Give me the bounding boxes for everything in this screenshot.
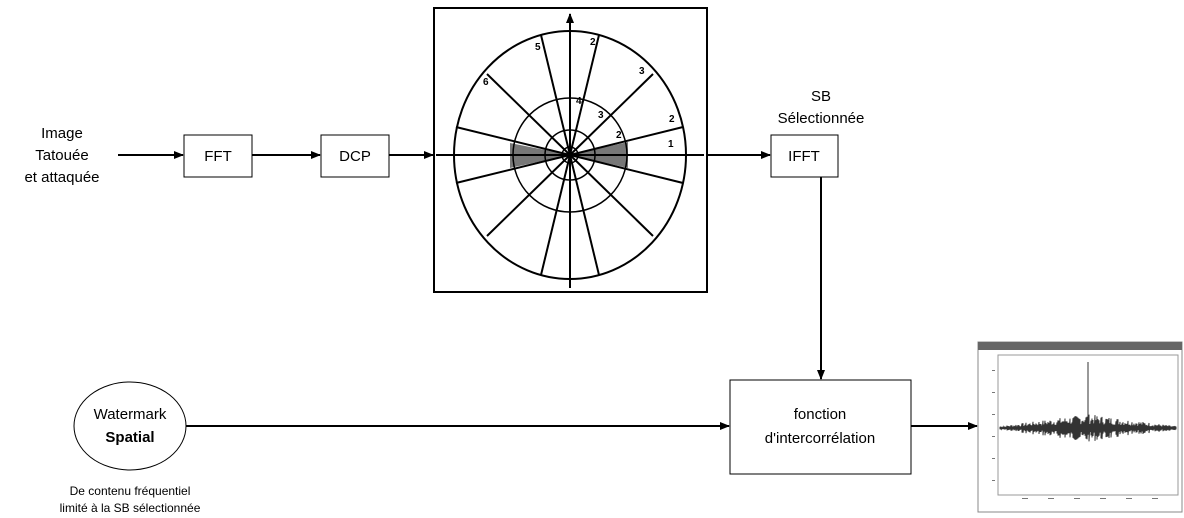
watermark-label-line1: Watermark <box>94 406 167 423</box>
subband-number-3-mid: 3 <box>598 110 604 121</box>
input-label-line2: Tatouée <box>35 147 88 164</box>
subband-number-5: 5 <box>535 42 541 53</box>
subband-number-2-outer: 2 <box>669 114 675 125</box>
dcp-block <box>320 134 390 178</box>
correlation-block <box>729 379 912 475</box>
plot-y-ticks <box>992 370 995 481</box>
watermark-caption-line1: De contenu fréquentiel <box>70 484 191 498</box>
watermark-ellipse <box>73 381 187 471</box>
subband-number-6: 6 <box>483 77 489 88</box>
sb-label-line2: Sélectionnée <box>778 110 865 127</box>
input-label-line3: et attaquée <box>24 169 99 186</box>
polar-decomposition: 1 2 3 2 5 6 3 4 2 <box>436 13 704 288</box>
radial-lines <box>455 34 684 276</box>
plot-titlebar <box>978 342 1182 350</box>
subband-number-1: 1 <box>668 139 674 150</box>
subband-number-2-top: 2 <box>590 37 596 48</box>
correlation-label-line2: d'intercorrélation <box>765 430 875 447</box>
watermark-label-line2: Spatial <box>105 429 154 446</box>
fft-label: FFT <box>204 148 232 165</box>
correlation-label-line1: fonction <box>794 406 847 423</box>
sb-label-line1: SB <box>811 88 831 105</box>
subband-number-3-outer: 3 <box>639 66 645 77</box>
subband-number-2-mid: 2 <box>616 130 622 141</box>
ifft-label: IFFT <box>788 148 820 165</box>
correlation-result-plot <box>977 341 1183 513</box>
watermark-caption-line2: limité à la SB sélectionnée <box>60 501 201 515</box>
ifft-block <box>770 134 839 178</box>
dcp-label: DCP <box>339 148 371 165</box>
input-label-line1: Image <box>41 125 83 142</box>
plot-x-ticks <box>1022 498 1158 499</box>
subband-number-4: 4 <box>576 96 582 107</box>
